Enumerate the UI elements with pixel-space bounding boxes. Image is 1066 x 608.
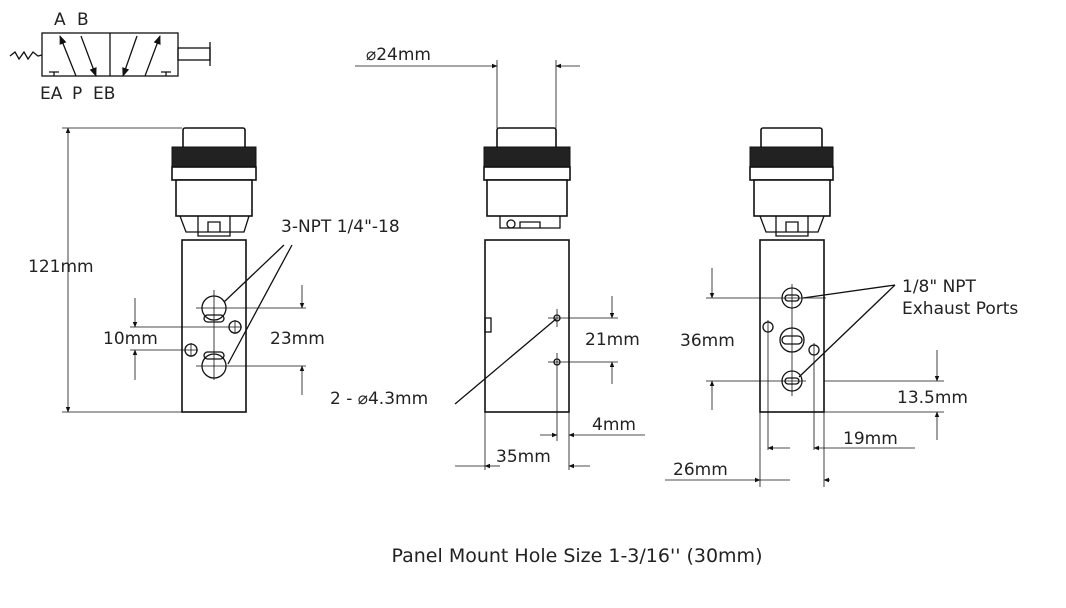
edge-offset-dim: 4mm: [592, 415, 636, 435]
side-view: ⌀24mm 21mm 2 - ⌀4.3mm 4mm 35mm: [330, 45, 645, 470]
hole-offset-dim: 10mm: [103, 329, 158, 349]
back-view: 36mm 1/8" NPT Exhaust Ports 13.5mm 19mm …: [665, 127, 1018, 487]
back-width-dim: 26mm: [673, 460, 728, 480]
port-eb-label: EB: [93, 84, 115, 104]
exhaust-note-line1: 1/8" NPT: [902, 277, 977, 297]
exhaust-note-line2: Exhaust Ports: [902, 299, 1018, 319]
port-p-label: P: [72, 84, 82, 104]
front-view: 121mm 10mm 23mm 3-NPT 1/4"-18: [28, 127, 400, 413]
hole-spacing-dim: 19mm: [843, 429, 898, 449]
port-ea-label: EA: [40, 84, 63, 104]
bottom-offset-dim: 13.5mm: [897, 388, 968, 408]
button-diameter-dim: ⌀24mm: [366, 45, 431, 65]
port-spacing-dim: 23mm: [270, 329, 325, 349]
port-note: 3-NPT 1/4"-18: [281, 217, 400, 237]
back-port-spacing-dim: 36mm: [680, 331, 735, 351]
height-dim: 121mm: [28, 257, 94, 277]
side-width-dim: 35mm: [496, 447, 551, 467]
valve-symbol: A B EA P EB: [9, 10, 211, 104]
mount-holes-note: 2 - ⌀4.3mm: [330, 389, 428, 409]
port-b-label: B: [77, 10, 89, 30]
mount-hole-spacing-dim: 21mm: [585, 330, 640, 350]
port-a-label: A: [54, 10, 66, 30]
caption: Panel Mount Hole Size 1-3/16'' (30mm): [392, 545, 763, 567]
